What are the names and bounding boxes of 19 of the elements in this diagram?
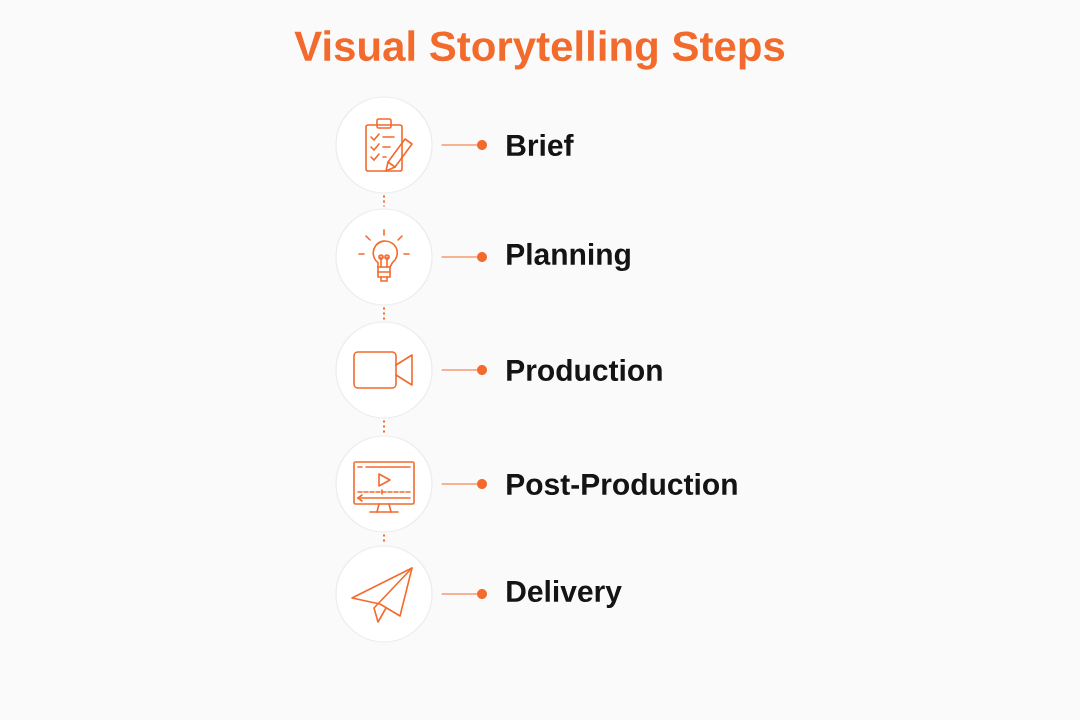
connector	[383, 306, 385, 321]
connector	[383, 419, 385, 435]
connector	[441, 369, 478, 371]
icon-circle	[335, 321, 433, 419]
icon-circle	[335, 545, 433, 643]
step-label: Post-Production	[507, 472, 737, 495]
icon-circle	[335, 96, 433, 194]
step-label: Brief	[507, 134, 574, 156]
icon-circle	[335, 208, 433, 306]
connector	[441, 593, 478, 595]
step-label: Production	[507, 358, 662, 381]
step-label: Delivery	[507, 580, 622, 608]
step-label: Planning	[507, 242, 630, 272]
connector	[383, 533, 385, 545]
connector	[441, 144, 478, 146]
icon-circle	[335, 435, 433, 533]
connector	[441, 256, 478, 258]
title: Visual Storytelling Steps	[294, 30, 785, 70]
connector	[441, 483, 478, 485]
